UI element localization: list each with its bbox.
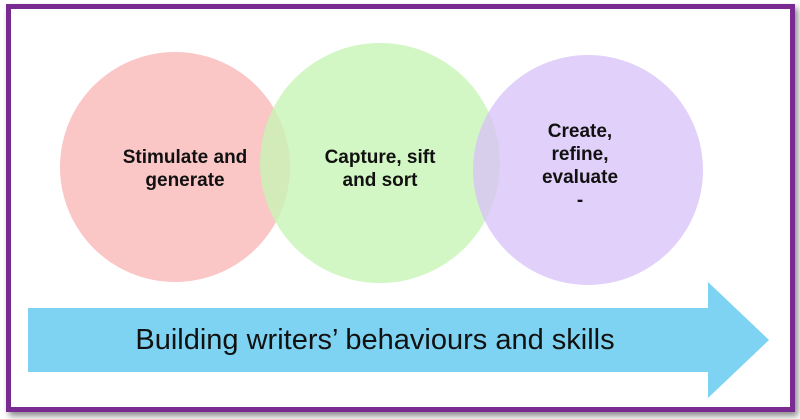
circle-label-stimulate: Stimulate and generate — [122, 147, 248, 191]
arrow-label: Building writers’ behaviours and skills — [135, 324, 615, 356]
circle-label-create: Create, refine, evaluate - — [541, 121, 619, 211]
progress-arrow — [28, 282, 769, 398]
circle-label-capture: Capture, sift and sort — [324, 147, 436, 191]
circle-stimulate — [60, 52, 290, 282]
circle-capture — [260, 43, 500, 283]
circle-create — [473, 55, 703, 285]
